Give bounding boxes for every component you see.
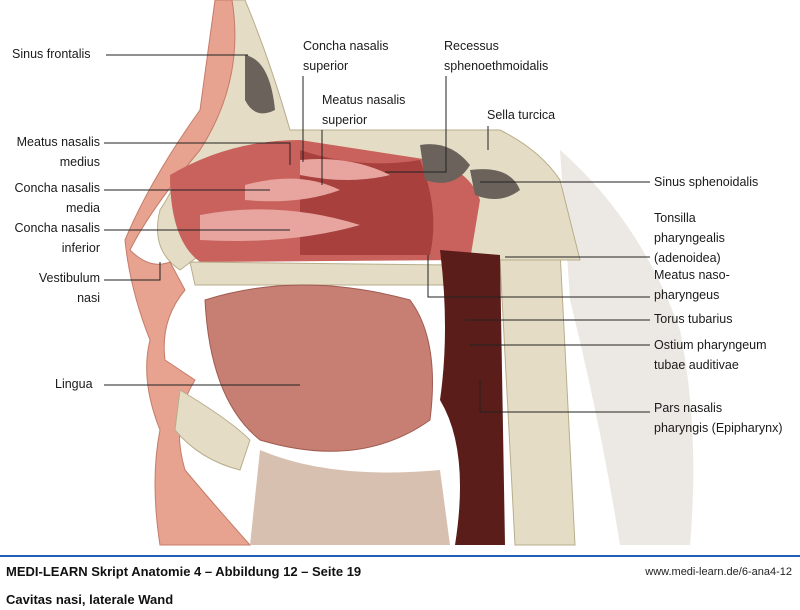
label-line: Meatus nasalis — [322, 93, 406, 107]
figure-caption: Cavitas nasi, laterale Wand — [6, 592, 174, 607]
label-line: pharyngeus — [654, 288, 720, 302]
label-line: Concha nasalis — [303, 39, 389, 53]
label-line: inferior — [61, 241, 100, 255]
label-line: tubae auditivae — [654, 358, 739, 372]
label-sella-turcica: Sella turcica — [487, 108, 556, 122]
label-line: nasi — [77, 291, 100, 305]
label-pars-nasalis: Pars nasalis pharyngis (Epipharynx) — [654, 398, 783, 438]
label-line: sphenoethmoidalis — [444, 59, 549, 73]
label-line: medius — [59, 155, 100, 169]
label-line: Meatus naso- — [654, 268, 730, 282]
label-ostium: Ostium pharyngeum tubae auditivae — [654, 335, 767, 375]
footer-divider — [0, 555, 800, 557]
label-concha-superior: Concha nasalis superior — [303, 36, 388, 76]
label-meatus-nasopharyngeus: Meatus naso-pharyngeus — [654, 265, 730, 305]
label-line: pharyngis (Epipharynx) — [654, 421, 783, 435]
label-line: Recessus — [444, 39, 499, 53]
anatomy-illustration — [104, 0, 694, 546]
label-concha-inferior: Concha nasalis inferior — [15, 218, 100, 258]
label-sinus-frontalis: Sinus frontalis — [12, 47, 91, 61]
label-line: Ostium pharyngeum — [654, 338, 767, 352]
label-line: Vestibulum — [38, 271, 100, 285]
label-line: Concha nasalis — [14, 181, 100, 195]
leader-lines — [104, 54, 650, 413]
footer-title: MEDI-LEARN Skript Anatomie 4 – Abbildung… — [6, 564, 362, 579]
footer-url: www.medi-learn.de/6-ana4-12 — [645, 566, 792, 578]
label-line: Concha nasalis — [14, 221, 100, 235]
label-line: superior — [322, 113, 368, 127]
label-recessus: Recessus sphenoethmoidalis — [444, 36, 548, 76]
label-line: (adenoidea) — [654, 251, 721, 265]
label-line: Meatus nasalis — [16, 135, 100, 149]
label-tonsilla: Tonsilla pharyngealis (adenoidea) — [654, 208, 725, 268]
head-section — [124, 0, 694, 546]
label-lingua: Lingua — [55, 377, 93, 391]
label-vestibulum: Vestibulum nasi — [39, 268, 100, 308]
label-meatus-superior: Meatus nasalis superior — [322, 90, 405, 130]
label-sinus-sphenoidalis: Sinus sphenoidalis — [654, 175, 759, 189]
label-concha-media: Concha nasalis media — [15, 178, 100, 218]
label-meatus-medius: Meatus nasalis medius — [17, 132, 100, 172]
label-line: Pars nasalis — [654, 401, 723, 415]
label-line: Tonsilla — [654, 211, 696, 225]
label-torus: Torus tubarius — [654, 312, 733, 326]
label-line: media — [65, 201, 100, 215]
label-line: pharyngealis — [654, 231, 725, 245]
label-line: superior — [303, 59, 349, 73]
